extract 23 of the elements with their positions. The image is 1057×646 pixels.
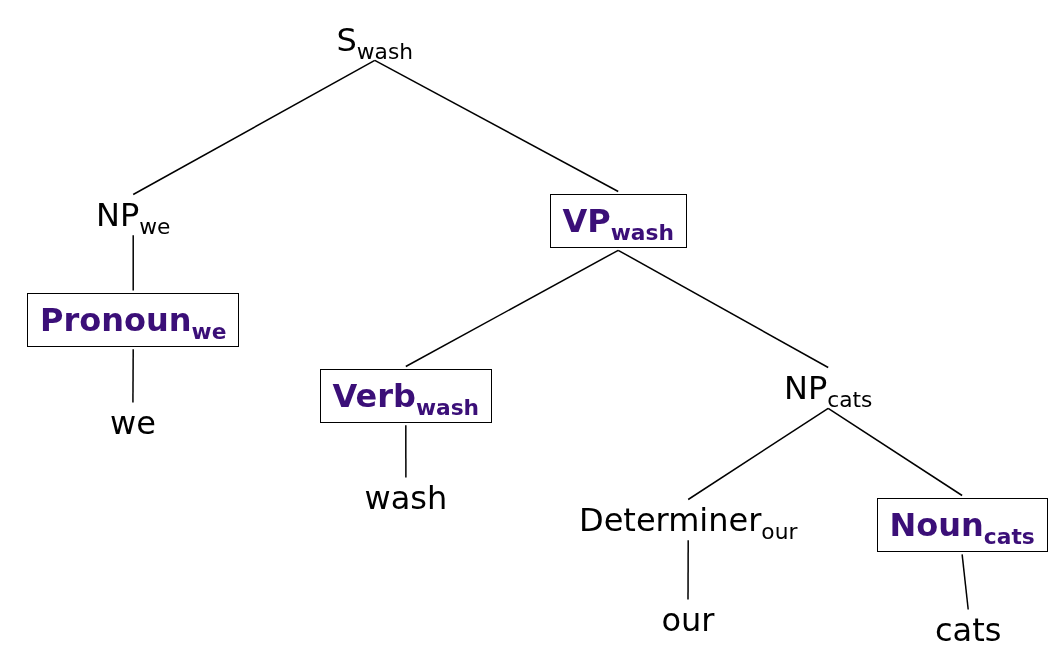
tree-label: our [661, 601, 715, 639]
tree-label: we [110, 404, 156, 442]
tree-label: Determiner$_{our}$ [579, 501, 798, 539]
tree-branch [132, 234, 134, 292]
tree-branch [687, 407, 829, 501]
tree-branch [617, 249, 829, 369]
head-word-box: Noun$_{cats}$ [876, 497, 1048, 553]
tree-label: wash [364, 479, 448, 517]
tree-branch [961, 553, 969, 611]
tree-label: NP$_{we}$ [96, 196, 171, 234]
tree-label: NP$_{cats}$ [784, 369, 873, 407]
tree-branch [374, 59, 619, 193]
tree-branch [405, 249, 619, 368]
tree-branch [132, 348, 134, 404]
head-word-box: VP$_{wash}$ [549, 193, 687, 249]
head-word-box: Verb$_{wash}$ [319, 368, 493, 424]
head-word-box: Pronoun$_{we}$ [27, 292, 240, 348]
tree-label: cats [935, 611, 1002, 646]
tree-branch [132, 59, 376, 196]
tree-label: S$_{wash}$ [336, 21, 414, 59]
tree-branch [687, 539, 689, 601]
tree-branch [405, 424, 407, 479]
tree-branch [827, 407, 963, 497]
